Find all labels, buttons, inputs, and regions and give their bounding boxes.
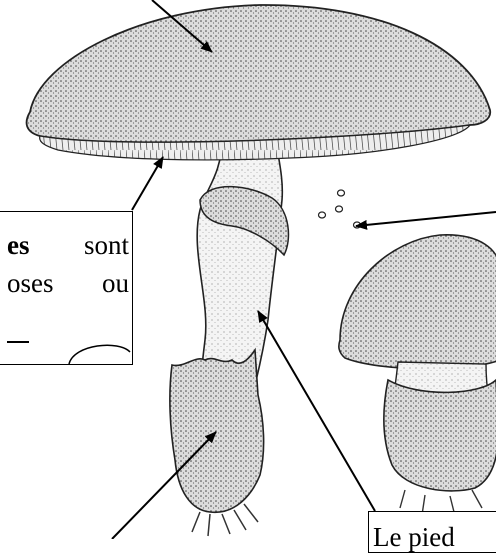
mushroom-diagram: es sont oses ou Le pied [0,0,496,539]
small-volva [384,380,496,491]
gills-label-cropped-marks [0,212,132,364]
main-cap [27,5,491,142]
spores [319,190,361,228]
small-mushroom [339,235,496,516]
label-box-gills: es sont oses ou [0,211,133,365]
arrow-gills [132,157,163,210]
stem-label: Le pied [373,522,455,553]
main-volva [170,350,264,512]
label-box-stem: Le pied [368,511,496,553]
arrow-spores [356,212,496,226]
small-cap [339,235,496,369]
